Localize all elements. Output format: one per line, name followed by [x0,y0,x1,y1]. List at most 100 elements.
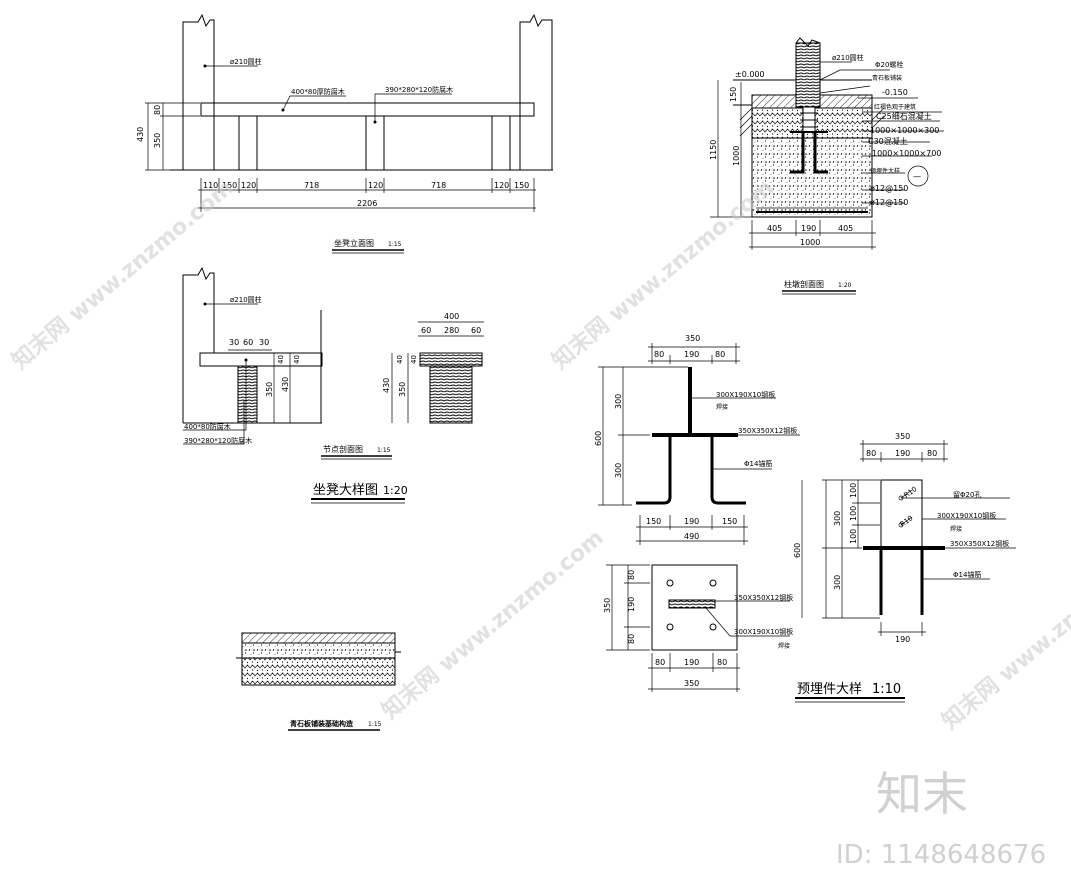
bench-detail-scale: 1:20 [383,484,408,497]
plan-dim-80: 80 [627,570,636,580]
emb-a-label-plate-1: 300X190X10钢板 [716,390,775,399]
leg-label: 390*280*120防腐木 [385,85,453,94]
emb-b-dim-80: 80 [927,449,937,458]
emb-a-dim-490: 490 [684,532,699,541]
embedded-part-side: 350 80 190 80 R10 R10 100 300 100 100 60… [793,432,1016,703]
watermark-text: 知末网 www.znzmo.com [937,534,1071,734]
watermark-layer: 知末网 www.znzmo.com 知末网 www.znzmo.com 知末网 … [7,174,1071,734]
emb-a-label-anchor: Φ14锚筋 [744,459,772,468]
dim-120: 120 [494,181,509,190]
dim-718: 718 [431,181,446,190]
plan-dim-80: 80 [717,658,727,667]
pier-dim-405: 405 [767,224,782,233]
embedded-title: 预埋件大样 [797,682,862,697]
plan-dim-350: 350 [684,679,699,688]
dim-80: 80 [153,105,162,115]
dim-120: 120 [241,181,256,190]
emb-b-dim-100: 100 [849,506,858,521]
plan-dim-80: 80 [627,634,636,644]
emb-b-label-anchor: Φ14锚筋 [953,570,981,579]
pier-dim-190: 190 [801,224,816,233]
dim-40: 40 [293,355,301,364]
detail-dim-430: 430 [382,378,391,393]
pier-callout-circle: — [913,172,921,181]
pier-dim-150: 150 [729,87,738,102]
pier-label-rebar-1: ø12@150 [870,184,908,193]
emb-a-dim-300: 300 [614,463,623,478]
bench-elevation-scale: 1:15 [388,241,402,248]
pier-label-bolt: Φ20螺栓 [875,60,903,69]
detail-dim-40: 40 [410,355,418,364]
detail-dim-400: 400 [444,312,459,321]
emb-a-label-weld: 焊接 [716,403,728,411]
detail-dim-60: 60 [471,326,481,335]
image-id: ID: 1148648676 [836,840,1046,870]
emb-a-dim-300: 300 [614,394,623,409]
dim-120: 120 [368,181,383,190]
emb-b-label-weld: 焊接 [950,525,962,533]
bench-elevation: ø210圆柱 400*80厚防腐木 390*280*120防腐木 430 80 … [136,13,553,254]
watermark-text: 知末网 www.znzmo.com [377,524,608,724]
pier-label-c30: C30混凝土 [868,136,908,146]
pier-label-c30-size: 1000×1000×700 [872,149,941,158]
dim-350: 350 [153,133,162,148]
plan-dim-190: 190 [627,597,636,612]
plan-dim-190: 190 [684,658,699,667]
dim-30: 30 [259,338,269,347]
emb-a-dim-80: 80 [715,350,725,359]
node-board-label: 400*80防腐木 [184,422,231,431]
plan-label-plate-2: 300X190X10钢板 [734,627,793,636]
dim-350: 350 [265,382,274,397]
embedded-scale: 1:10 [872,682,901,697]
dim-430: 430 [281,377,290,392]
dim-60: 60 [243,338,253,347]
detail-dim-350: 350 [398,382,407,397]
pier-label-rebar-2: ø12@150 [870,198,908,207]
detail-dim-60: 60 [421,326,431,335]
node-section-title: 节点剖面图 [323,444,363,454]
logo-mark: 知末 [876,767,968,821]
pier-label-paving: 青石板铺装 [872,74,902,82]
emb-b-label-plate-2: 350X350X12钢板 [950,539,1009,548]
emb-a-dim-350: 350 [685,334,700,343]
emb-a-dim-80: 80 [654,350,664,359]
emb-b-dim-80: 80 [866,449,876,458]
dim-40: 40 [277,355,285,364]
emb-b-dim-300: 300 [833,511,842,526]
embedded-part-plan: 80 350 190 80 350X350X12钢板 300X190X10钢板 … [603,564,793,692]
dim-30: 30 [229,338,239,347]
dim-total: 2206 [357,199,377,208]
pier-label-c25: C25细石混凝土 [876,111,932,121]
pier-label-coating: 红褐色观于建筑 [874,103,916,111]
emb-a-dim-600: 600 [594,431,603,446]
emb-b-label-plate-1: 300X190X10钢板 [937,511,996,520]
pier-dim-1150: 1150 [709,140,718,160]
emb-b-dim-300: 300 [833,575,842,590]
detail-dim-40: 40 [396,355,404,364]
pier-dim-1000: 1000 [732,146,741,166]
emb-b-label-hole: 留Φ20孔 [953,490,981,499]
bench-detail-title: 坐凳大样图 [313,482,378,498]
emb-b-dim-600: 600 [793,543,802,558]
emb-b-dim-100: 100 [849,529,858,544]
emb-a-dim-190: 190 [684,517,699,526]
dim-718: 718 [304,181,319,190]
emb-a-label-plate-2: 350X350X12钢板 [738,426,797,435]
pier-section-scale: 1:20 [838,282,852,289]
paving-title: 青石板铺装基础构造 [290,719,354,728]
plan-dim-350: 350 [603,598,612,613]
node-section: ø210圆柱 30 60 30 40 40 350 430 400*80防腐木 … [182,266,484,504]
emb-b-dim-190: 190 [895,635,910,644]
emb-b-dim-100: 100 [849,483,858,498]
emb-a-dim-190: 190 [684,350,699,359]
column-label: ø210圆柱 [230,57,262,66]
pier-section: — ø210圆柱 Φ20螺栓 青石板铺装 -0.150 红褐色观于建筑 C25细… [709,37,944,295]
plan-label-weld: 焊接 [778,642,790,650]
pier-label-c25-size: 1000×1000×300 [870,126,939,135]
emb-b-dim-350: 350 [895,432,910,441]
paving-section: 青石板铺装基础构造 1:15 [236,632,401,731]
detail-dim-280: 280 [444,326,459,335]
embedded-part-elevation: 350 80 190 80 300 600 300 300X190X10钢板 焊… [594,334,800,545]
emb-b-label-r10-top: R10 [903,485,919,499]
